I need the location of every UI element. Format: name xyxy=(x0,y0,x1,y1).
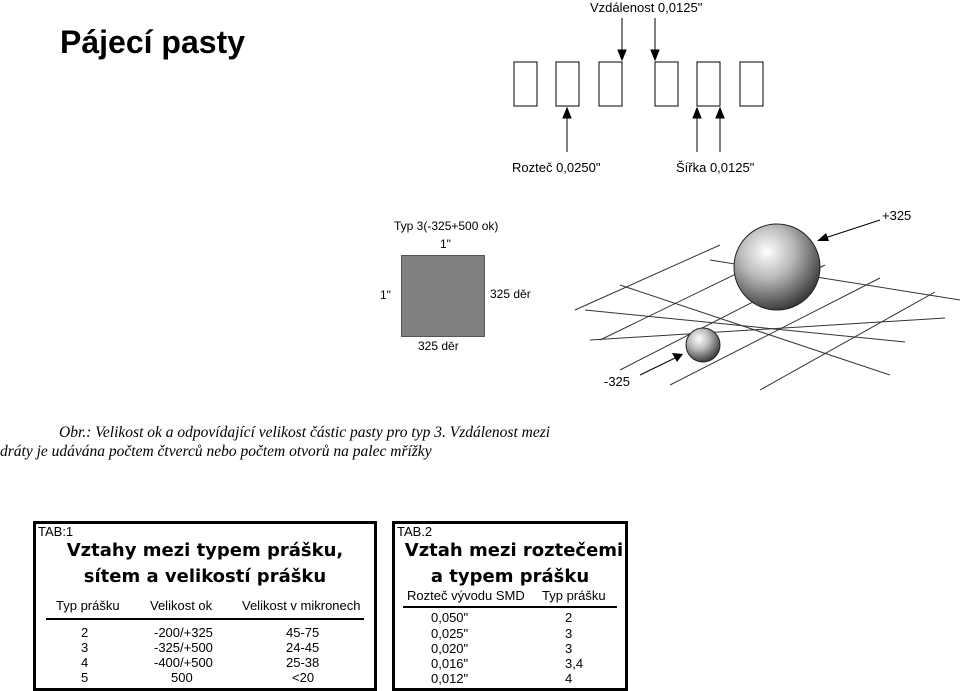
table-1-rule xyxy=(46,618,364,620)
table-2-cell: 0,012" xyxy=(431,671,469,686)
table-2-cell: 3 xyxy=(565,641,573,656)
mesh-left-label: 1" xyxy=(380,288,391,302)
table-2-title-line-2: a typem prášku xyxy=(430,566,590,587)
minus-arrow xyxy=(639,357,676,376)
table-2-cell: 4 xyxy=(565,671,573,686)
table-1-title-line-2: sítem a velikostí prášku xyxy=(83,566,327,587)
table-1-cell: 2 xyxy=(81,625,89,640)
table-2-rule xyxy=(403,606,617,608)
table-2: TAB.2 Vztah mezi roztečemi a typem prášk… xyxy=(392,521,628,691)
page-title: Pájecí pasty xyxy=(60,24,245,60)
table-1-cell: 45-75 xyxy=(286,625,320,640)
table-2-cell: 2 xyxy=(565,610,573,625)
table-2-header: Typ prášku xyxy=(542,588,606,603)
pitch-label: Rozteč 0,0250" xyxy=(512,160,601,175)
table-1-cell: 5 xyxy=(81,670,89,685)
pad-rect xyxy=(513,61,538,107)
pad-spacing-diagram: Vzdálenost 0,0125" Rozteč 0,0250" Šířka … xyxy=(500,0,780,180)
mesh-type-label: Typ 3(-325+500 ok) xyxy=(394,219,499,233)
table-1-cell: -325/+500 xyxy=(154,640,213,655)
table-2-cell: 0,016" xyxy=(431,656,469,671)
minus-325-label: -325 xyxy=(604,374,631,389)
table-1-cell: 4 xyxy=(81,655,89,670)
table-1: TAB:1 Vztahy mezi typem prášku, sítem a … xyxy=(33,521,377,691)
caption-line-1: Obr.: Velikost ok a odpovídající velikos… xyxy=(59,424,551,441)
table-2-header: Rozteč vývodu SMD xyxy=(407,588,525,603)
plus-arrow xyxy=(824,219,881,239)
table-1-cell: <20 xyxy=(292,670,315,685)
plus-325-label: +325 xyxy=(882,208,912,223)
table-2-cell: 0,020" xyxy=(431,641,469,656)
table-2-cell: 0,025" xyxy=(431,626,469,641)
mesh-square-diagram: Typ 3(-325+500 ok) 1" 1" 325 děr 325 děr xyxy=(370,215,570,360)
small-sphere xyxy=(685,327,721,363)
pad-rect xyxy=(598,61,623,107)
pad-spacing-figure xyxy=(513,18,764,152)
sieve-grid-figure xyxy=(574,219,960,391)
table-1-header: Velikost ok xyxy=(150,598,213,613)
table-1-header: Velikost v mikronech xyxy=(242,598,361,613)
table-1-cell: -400/+500 xyxy=(154,655,213,670)
mesh-bottom-label: 325 děr xyxy=(418,339,459,353)
table-1-header: Typ prášku xyxy=(56,598,120,613)
sieve-grid-diagram: +325 -325 xyxy=(560,200,960,400)
table-1-cell: 24-45 xyxy=(286,640,320,655)
pad-rect xyxy=(739,61,764,107)
table-1-id: TAB:1 xyxy=(38,524,74,539)
width-label: Šířka 0,0125" xyxy=(676,160,755,175)
pad-rect xyxy=(555,61,580,107)
table-1-cell: 500 xyxy=(171,670,193,685)
pad-rect xyxy=(654,61,679,107)
table-2-cell: 3 xyxy=(565,626,573,641)
pad-rect xyxy=(696,61,721,107)
table-1-cell: 25-38 xyxy=(286,655,320,670)
table-2-cell: 0,050" xyxy=(431,610,469,625)
large-sphere xyxy=(733,223,821,311)
distance-label: Vzdálenost 0,0125" xyxy=(590,0,703,15)
table-1-cell: -200/+325 xyxy=(154,625,213,640)
mesh-square xyxy=(401,255,485,337)
mesh-top-label: 1" xyxy=(440,237,451,251)
mesh-right-label: 325 děr xyxy=(490,287,531,301)
table-2-id: TAB.2 xyxy=(397,524,433,539)
grid-lines xyxy=(574,244,960,391)
caption-line-2: dráty je udávána počtem čtverců nebo poč… xyxy=(0,443,432,460)
table-1-title-line-1: Vztahy mezi typem prášku, xyxy=(66,540,344,561)
table-2-cell: 3,4 xyxy=(565,656,584,671)
table-1-cell: 3 xyxy=(81,640,89,655)
table-2-title-line-1: Vztah mezi roztečemi xyxy=(404,540,624,561)
